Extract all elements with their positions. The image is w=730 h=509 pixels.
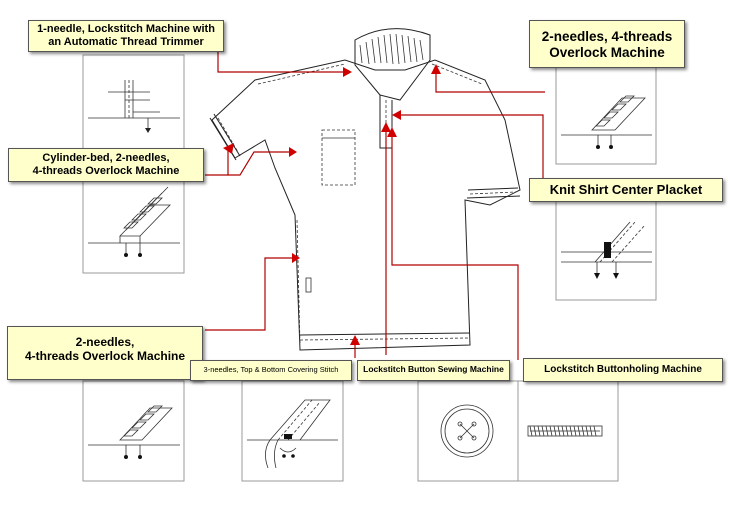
label-overlock-top-right-line1: 2-needles, 4-threads: [541, 29, 673, 44]
label-cylinder-bed-line2: 4-threads Overlock Machine: [32, 164, 180, 177]
label-lockstitch-trimmer: 1-needle, Lockstitch Machine with an Aut…: [28, 20, 224, 52]
label-placket-text: Knit Shirt Center Placket: [549, 182, 703, 197]
polo-shirt-illustration: [209, 28, 521, 351]
label-overlock-bottom-left-line2: 4-threads Overlock Machine: [24, 348, 186, 363]
panel-frames: [82, 54, 657, 482]
buttonhole-illustration: [527, 425, 603, 437]
label-button-sewing: Lockstitch Button Sewing Machine: [357, 360, 510, 381]
label-placket: Knit Shirt Center Placket: [529, 178, 723, 202]
label-cylinder-bed-line1: Cylinder-bed, 2-needles,: [42, 152, 170, 164]
label-covering-stitch: 3-needles, Top & Bottom Covering Stitch: [190, 360, 352, 381]
label-overlock-bottom-left-line1: 2-needles,: [75, 335, 135, 349]
label-overlock-bottom-left: 2-needles, 4-threads Overlock Machine: [7, 326, 203, 380]
label-overlock-top-right-line2: Overlock Machine: [549, 44, 665, 60]
label-cylinder-bed: Cylinder-bed, 2-needles, 4-threads Overl…: [8, 148, 204, 182]
label-lockstitch-trimmer-line2: an Automatic Thread Trimmer: [48, 35, 204, 48]
label-covering-stitch-text: 3-needles, Top & Bottom Covering Stitch: [203, 365, 339, 374]
overlock-illustration-left-bottom: [88, 405, 180, 459]
overlock-illustration-right: [561, 95, 652, 149]
button-illustration: [440, 404, 494, 458]
label-buttonholing: Lockstitch Buttonholing Machine: [523, 358, 723, 382]
label-button-sewing-text: Lockstitch Button Sewing Machine: [363, 364, 504, 374]
overlock-illustration-left-top: [88, 186, 180, 257]
label-lockstitch-trimmer-line1: 1-needle, Lockstitch Machine with: [37, 23, 215, 35]
label-buttonholing-text: Lockstitch Buttonholing Machine: [544, 364, 702, 375]
leader-lines: [205, 52, 545, 360]
placket-illustration: [561, 221, 652, 279]
covering-stitch-illustration: [247, 399, 338, 469]
label-overlock-top-right: 2-needles, 4-threads Overlock Machine: [529, 20, 685, 68]
lockstitch-seam-illustration: [88, 80, 180, 133]
